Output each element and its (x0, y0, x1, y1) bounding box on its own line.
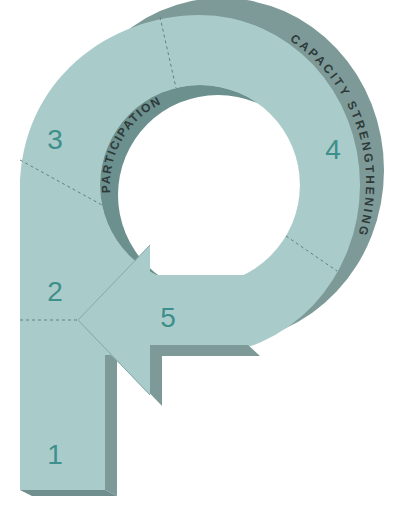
segment-divider (20, 160, 102, 205)
segment-dividers (20, 17, 337, 320)
callout-number: 3 (47, 126, 63, 154)
segment-divider (20, 320, 78, 321)
segment-divider (286, 236, 337, 271)
stem-bottom-face (20, 490, 117, 496)
callout-number: 5 (160, 304, 176, 332)
curved-label-path: CAPACITY STRENGTHENING (288, 31, 377, 239)
p-front-face (20, 15, 360, 490)
callout-number: 2 (47, 278, 63, 306)
callout-number: 4 (325, 136, 341, 164)
segment-divider (160, 17, 176, 88)
curved-label: PARTICIPATION (99, 93, 164, 193)
arrow-edge (78, 245, 150, 395)
arrow-front-face (78, 245, 248, 395)
callout-number: 1 (47, 441, 63, 469)
curved-label: CAPACITY STRENGTHENING (288, 31, 377, 239)
stem-side-face (105, 350, 117, 496)
curved-label-path: PARTICIPATION (99, 93, 164, 193)
